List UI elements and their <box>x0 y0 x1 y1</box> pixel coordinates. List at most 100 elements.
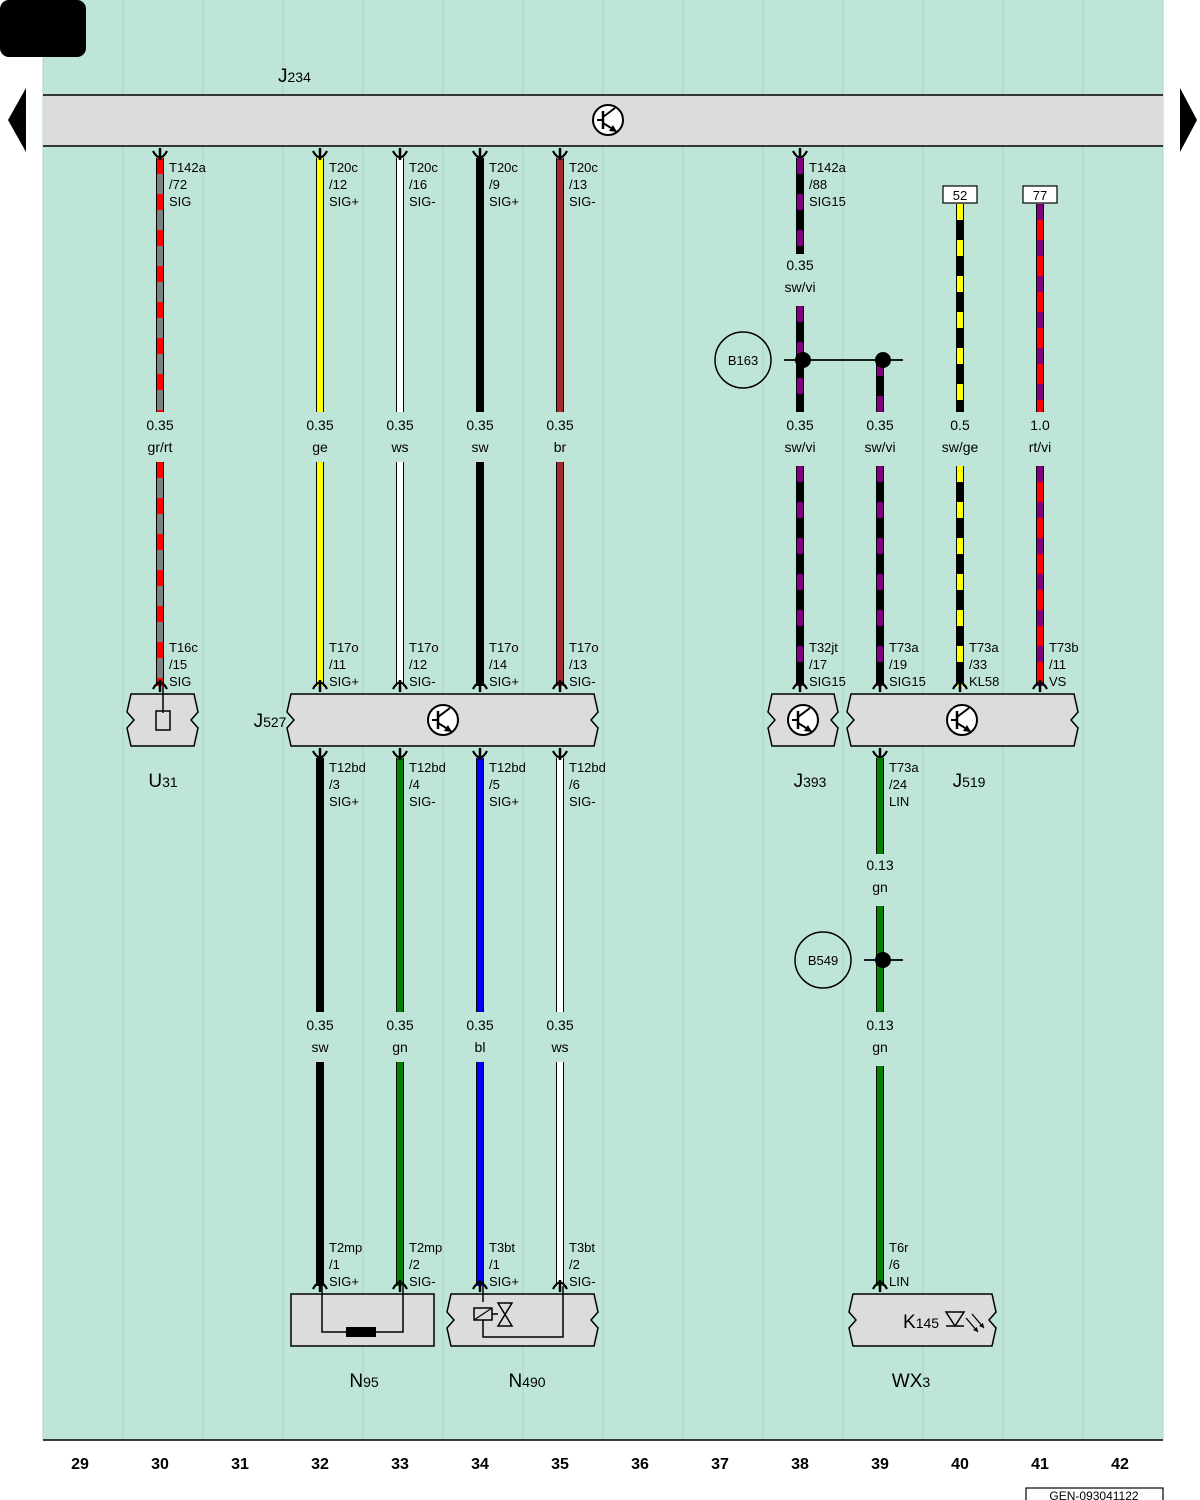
pin-label: T12bd <box>569 760 606 775</box>
wire-size-label: 0.13 <box>866 1017 893 1033</box>
wire-size-label: 0.35 <box>786 417 813 433</box>
pin-label: SIG- <box>409 794 436 809</box>
connector-pin-icon <box>1032 680 1048 692</box>
connector-pin-icon <box>472 680 488 692</box>
pin-label: /5 <box>489 777 500 792</box>
connector-pin-icon <box>952 680 968 692</box>
pin-label: T12bd <box>489 760 526 775</box>
wire-color-label: gn <box>872 879 888 895</box>
pin-label: SIG <box>169 194 191 209</box>
wire-size-label: 0.35 <box>866 417 893 433</box>
pin-label: T20c <box>489 160 518 175</box>
pin-label: T12bd <box>329 760 366 775</box>
connector-pin-icon <box>152 680 168 692</box>
pin-label: T17o <box>329 640 359 655</box>
footer-code: GEN-093041122 <box>1049 1489 1139 1500</box>
bus-label-name: J <box>278 66 288 87</box>
column-number: 40 <box>951 1456 969 1473</box>
pin-label: KL58 <box>969 674 999 689</box>
splice-point-icon <box>875 352 891 368</box>
page-tab <box>0 0 86 57</box>
reference-number: 52 <box>953 188 967 203</box>
pin-label: T20c <box>329 160 358 175</box>
wire-size-label: 0.35 <box>466 417 493 433</box>
component-label-name: J <box>953 771 963 792</box>
pin-label: LIN <box>889 1274 909 1289</box>
column-number: 32 <box>311 1456 329 1473</box>
n490-circuit <box>482 1286 564 1338</box>
connector-pin-icon <box>312 1280 328 1292</box>
valve-icon <box>496 1302 514 1327</box>
pin-label: /4 <box>409 777 420 792</box>
valve-coil-diag <box>473 1307 493 1321</box>
component-label-index: 519 <box>962 774 986 790</box>
led-triangle <box>944 1311 966 1328</box>
component-label-u31: U31 <box>148 771 178 792</box>
pin-label: SIG <box>169 674 191 689</box>
wire-size-label: 0.35 <box>546 1017 573 1033</box>
pin-label: /15 <box>169 657 187 672</box>
wire-size-label: 0.35 <box>146 417 173 433</box>
pin-label: T12bd <box>409 760 446 775</box>
component-label-index: 490 <box>522 1374 546 1390</box>
pin-label: T16c <box>169 640 198 655</box>
wire-color-label: ws <box>390 439 408 455</box>
connector-pin-icon <box>472 1280 488 1292</box>
wire-color-label: sw/vi <box>784 279 815 295</box>
wire-color-label: sw/ge <box>942 439 979 455</box>
connector-pin-icon <box>312 748 328 760</box>
pin-label: SIG- <box>409 1274 436 1289</box>
wire-size-label: 0.35 <box>786 257 813 273</box>
pin-label: /16 <box>409 177 427 192</box>
connector-pin-icon <box>792 680 808 692</box>
component-label-index: 145 <box>916 1315 940 1331</box>
pin-label: SIG+ <box>489 794 519 809</box>
wire-size-label: 0.35 <box>466 1017 493 1033</box>
pin-label: T32jt <box>809 640 838 655</box>
pin-label: T17o <box>489 640 519 655</box>
pin-label: /13 <box>569 657 587 672</box>
footer-code-box <box>1025 1487 1164 1500</box>
component-label-wx3: WX3 <box>892 1371 931 1392</box>
connector-pin-icon <box>472 748 488 760</box>
pin-label: T3bt <box>489 1240 515 1255</box>
column-number: 42 <box>1111 1456 1129 1473</box>
transistor-arrow <box>963 725 971 732</box>
column-number: 31 <box>231 1456 249 1473</box>
wire-size-label: 0.35 <box>386 1017 413 1033</box>
component-label-n490: N490 <box>508 1371 545 1392</box>
splice-point-icon <box>875 952 891 968</box>
connector-pin-icon <box>392 680 408 692</box>
pin-label: /6 <box>569 777 580 792</box>
transistor-circle <box>592 104 624 136</box>
component-label-name: U <box>148 771 162 792</box>
led-icon <box>944 1311 985 1333</box>
connector-pin-icon <box>552 680 568 692</box>
wire-color-label: gn <box>392 1039 408 1055</box>
pin-label: SIG- <box>569 1274 596 1289</box>
pin-label: T17o <box>569 640 599 655</box>
pin-label: T73a <box>889 760 919 775</box>
pin-label: /2 <box>409 1257 420 1272</box>
pin-label: SIG- <box>569 194 596 209</box>
pin-label: T73a <box>969 640 999 655</box>
transistor-icon <box>427 704 459 736</box>
component-label-j393: J393 <box>794 771 827 792</box>
pin-label: LIN <box>889 794 909 809</box>
pin-label: /13 <box>569 177 587 192</box>
wire-size-label: 0.35 <box>306 1017 333 1033</box>
pin-label: SIG+ <box>489 674 519 689</box>
pin-label: SIG- <box>569 674 596 689</box>
bus-label-j234: J234 <box>278 66 311 87</box>
pin-label: /6 <box>889 1257 900 1272</box>
wire-color-label: sw <box>471 439 489 455</box>
column-number: 36 <box>631 1456 649 1473</box>
column-number: 34 <box>471 1456 489 1473</box>
pin-label: T17o <box>409 640 439 655</box>
pin-label: T142a <box>809 160 847 175</box>
pin-label: /11 <box>1049 657 1066 672</box>
reference-box <box>942 185 978 204</box>
pin-label: /11 <box>329 657 346 672</box>
pin-label: SIG+ <box>489 194 519 209</box>
